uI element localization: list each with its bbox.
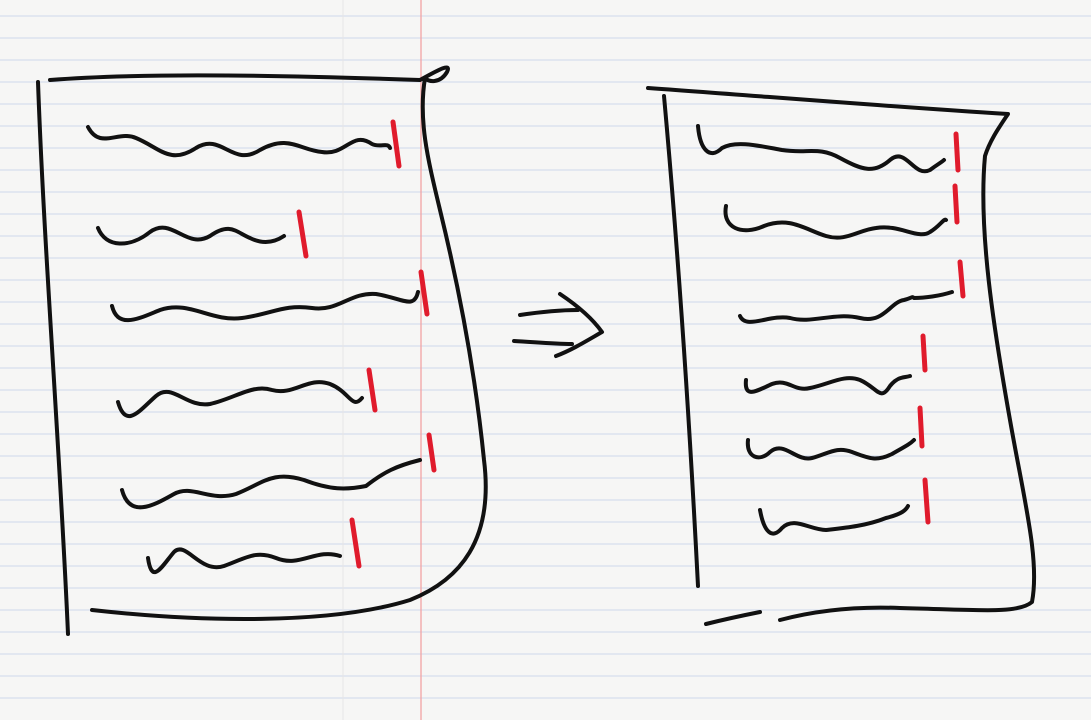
left-red-mark-5	[426, 432, 437, 473]
arrow-icon	[512, 292, 604, 358]
left-scribble-1	[86, 125, 392, 158]
left-page-outline	[36, 65, 488, 636]
left-red-mark-1	[390, 119, 402, 169]
left-red-mark-3	[418, 269, 430, 317]
right-scribble-2	[723, 204, 948, 240]
right-scribble-1	[696, 124, 946, 174]
right-text-lines	[696, 124, 954, 536]
left-scribble-6	[146, 547, 342, 575]
right-red-mark-1	[953, 131, 961, 173]
left-scribble-5	[120, 458, 422, 510]
left-scribble-3	[110, 290, 420, 323]
left-red-marks	[296, 119, 437, 569]
right-red-mark-3	[957, 259, 966, 299]
right-scribble-4	[743, 374, 912, 396]
right-scribble-6	[758, 504, 910, 536]
paper-rules	[0, 15, 1091, 699]
right-scribble-5	[745, 438, 916, 461]
left-scribble-2	[96, 225, 286, 246]
right-red-marks	[917, 131, 966, 525]
right-scribble-3	[738, 290, 954, 324]
left-text-lines	[86, 125, 422, 575]
left-red-mark-2	[296, 209, 309, 259]
right-red-mark-4	[920, 333, 928, 373]
right-red-mark-2	[952, 183, 960, 225]
right-page-outline	[646, 86, 1037, 626]
right-red-mark-6	[922, 477, 931, 525]
left-scribble-4	[116, 380, 364, 418]
left-red-mark-6	[349, 517, 362, 569]
left-page-sketch	[36, 65, 488, 636]
right-red-mark-5	[917, 405, 925, 449]
left-red-mark-4	[366, 367, 378, 413]
right-page-sketch	[646, 86, 1037, 626]
